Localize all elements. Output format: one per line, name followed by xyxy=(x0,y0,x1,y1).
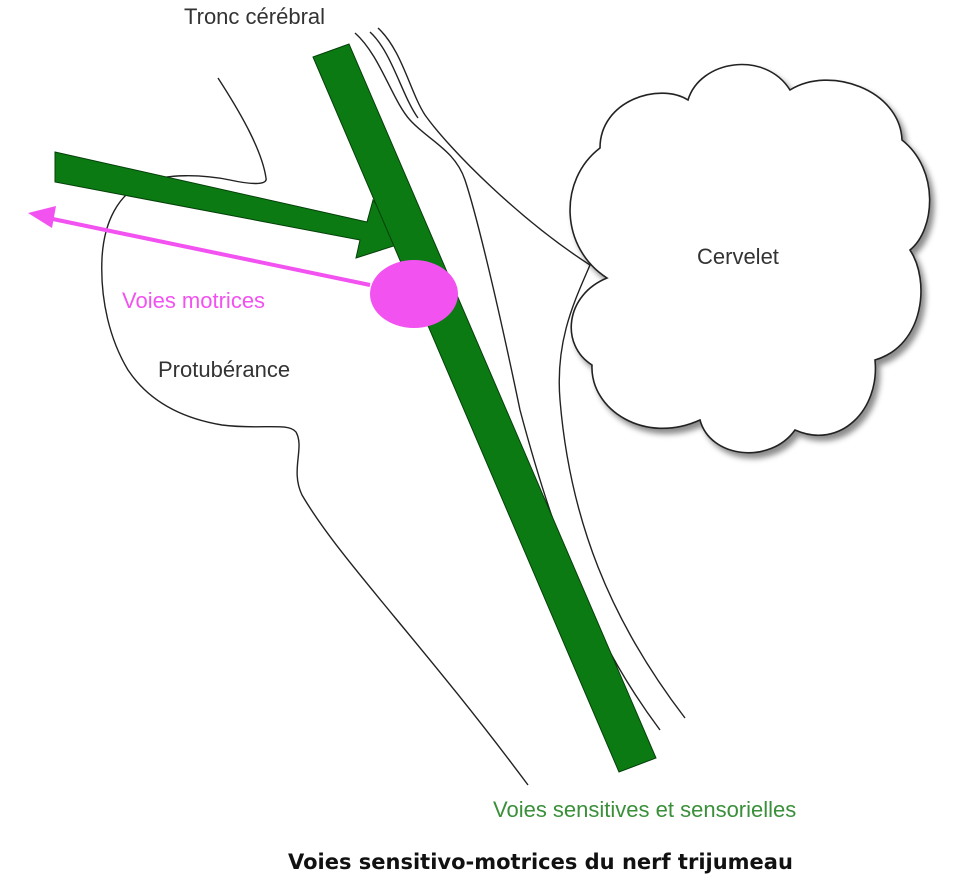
motor-pathway-line xyxy=(47,216,371,287)
label-motor-pathways: Voies motrices xyxy=(122,288,265,313)
motor-nucleus xyxy=(370,260,458,328)
motor-arrowhead xyxy=(28,206,56,228)
diagram-caption: Voies sensitivo-motrices du nerf trijume… xyxy=(288,850,793,874)
label-brainstem: Tronc cérébral xyxy=(184,4,325,29)
label-cerebellum: Cervelet xyxy=(697,244,779,269)
sensory-tract xyxy=(312,43,657,773)
sensory-afferent-arrow xyxy=(54,151,404,259)
brainstem-outline-outer xyxy=(377,27,686,719)
pons-outline xyxy=(101,77,529,786)
label-sensory-pathways: Voies sensitives et sensorielles xyxy=(493,797,796,822)
label-pons: Protubérance xyxy=(158,357,290,382)
brainstem-outline-middle xyxy=(369,31,419,119)
cerebellum-shape xyxy=(569,63,931,454)
